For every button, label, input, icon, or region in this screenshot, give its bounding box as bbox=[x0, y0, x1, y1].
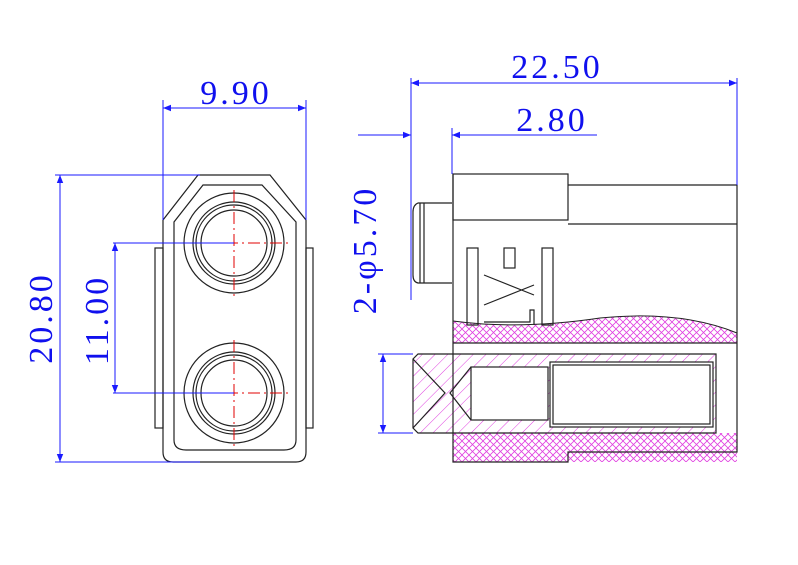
upper-crosshatch bbox=[452, 315, 738, 344]
housing-outline bbox=[162, 174, 307, 463]
front-dimensions: 9.90 20.80 11.00 bbox=[23, 75, 307, 463]
right-side-rib bbox=[305, 247, 314, 429]
pin-barrel bbox=[549, 361, 714, 428]
centerlines bbox=[182, 190, 290, 446]
left-side-rib bbox=[154, 247, 164, 429]
pin-bore bbox=[470, 366, 549, 421]
xt-logo bbox=[466, 247, 554, 326]
front-view bbox=[154, 174, 314, 463]
locking-stub bbox=[412, 202, 452, 284]
side-dimensions: 22.50 2.80 2-φ5.70 bbox=[347, 49, 738, 434]
flange-dimension: 2.80 bbox=[516, 102, 588, 139]
length-dimension: 22.50 bbox=[511, 49, 603, 86]
flange-top bbox=[452, 173, 569, 221]
lower-crosshatch bbox=[453, 433, 737, 462]
side-view bbox=[412, 173, 738, 463]
width-dimension: 9.90 bbox=[200, 75, 272, 112]
housing-inner-outline bbox=[173, 184, 297, 451]
height-dimension: 20.80 bbox=[23, 272, 60, 364]
pin-diameter-dimension: 2-φ5.70 bbox=[347, 186, 384, 314]
pitch-dimension: 11.00 bbox=[79, 275, 116, 365]
